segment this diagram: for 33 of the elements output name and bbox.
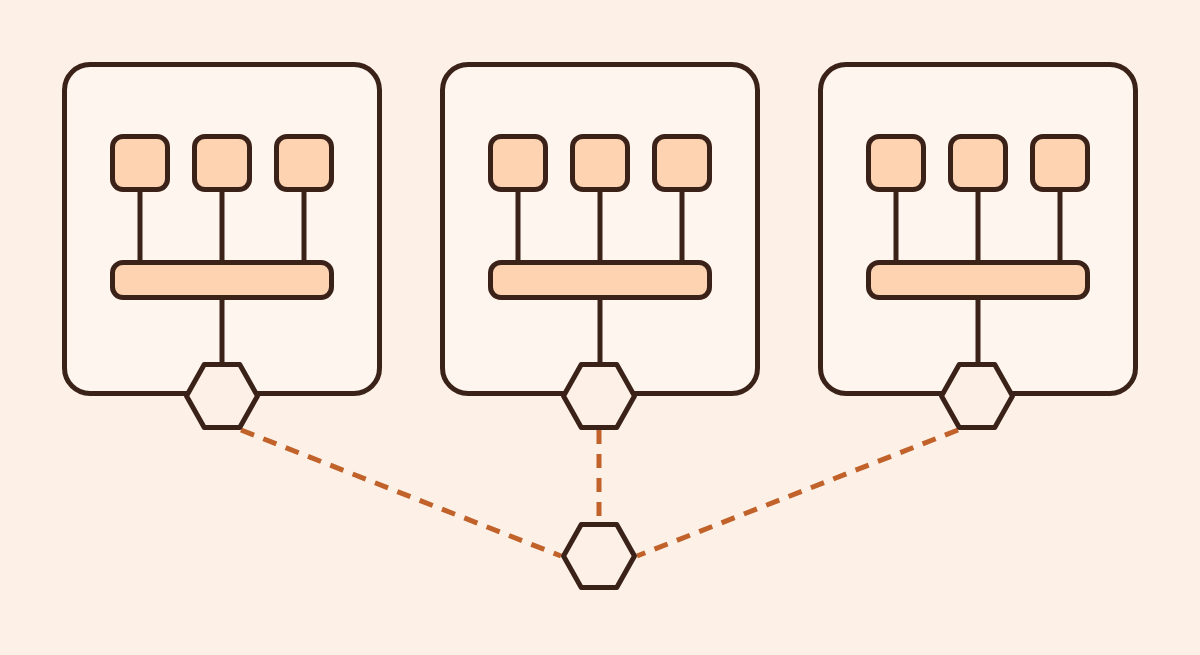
component-tile [110, 134, 170, 192]
component-tile [192, 134, 252, 192]
port-hexagon [939, 362, 1015, 430]
connector-line [975, 192, 981, 260]
component-tile [652, 134, 712, 192]
component-tile [1030, 134, 1090, 192]
component-tile [570, 134, 630, 192]
dashed-link-line [636, 427, 959, 559]
connector-line [515, 192, 521, 260]
component-tile [488, 134, 548, 192]
connector-line [975, 300, 981, 362]
component-tile [866, 134, 926, 192]
connector-line [597, 300, 603, 362]
bus-bar [488, 260, 712, 300]
connector-line [219, 300, 225, 362]
connector-line [893, 192, 899, 260]
connector-line [597, 192, 603, 260]
connector-line [301, 192, 307, 260]
component-tile [274, 134, 334, 192]
connector-line [679, 192, 685, 260]
port-hexagon [561, 362, 637, 430]
module-panel [62, 62, 382, 396]
module-panel [440, 62, 760, 396]
dashed-link-line [240, 427, 562, 559]
port-hexagon [184, 362, 260, 430]
bus-bar [110, 260, 334, 300]
connector-line [137, 192, 143, 260]
component-tile [948, 134, 1008, 192]
hub-hexagon [561, 522, 637, 590]
bus-bar [866, 260, 1090, 300]
connector-line [1057, 192, 1063, 260]
module-panel [818, 62, 1138, 396]
connector-line [219, 192, 225, 260]
